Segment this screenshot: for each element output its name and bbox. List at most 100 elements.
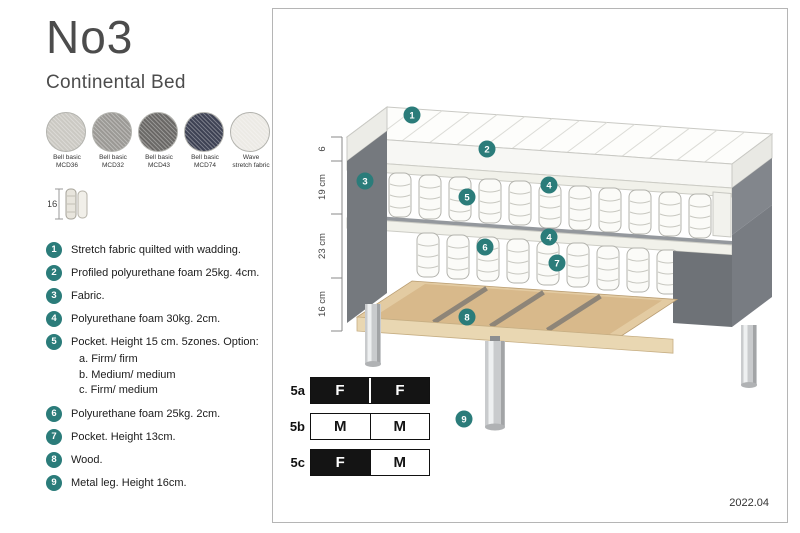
bed-cutaway-diagram: 6 19 cm 23 cm 16 cm 1 2 4 3 5 4 6 7 8 9 xyxy=(317,106,774,431)
feature-text: Pocket. Height 15 cm. 5zones. Option: xyxy=(71,335,259,348)
feature-item-4: 4 Polyurethane foam 30kg. 2cm. xyxy=(46,310,280,327)
swatch-mcd74: Bell basic MCD74 xyxy=(184,112,226,171)
dimension-label-16cm: 16 cm xyxy=(317,291,328,317)
feature-badge: 4 xyxy=(46,310,62,327)
swatch-label: Wave xyxy=(242,154,260,161)
feature-item-7: 7 Pocket. Height 13cm. xyxy=(46,429,280,446)
svg-text:5: 5 xyxy=(464,193,470,204)
svg-text:1: 1 xyxy=(409,111,415,122)
firmness-row-5c: 5c F M xyxy=(279,449,430,476)
feature-text: Polyurethane foam 25kg. 2cm. xyxy=(71,408,221,421)
swatch-label: Bell basic xyxy=(53,154,81,161)
feature-badge: 3 xyxy=(46,287,62,304)
right-end-fabric-upper xyxy=(732,158,772,235)
metal-leg-front xyxy=(485,336,505,431)
feature-text: Pocket. Height 13cm. xyxy=(71,431,176,444)
fabric-swatches: Bell basic MCD36 Bell basic MCD32 Bell b… xyxy=(46,112,280,171)
feature-item-9: 9 Metal leg. Height 16cm. xyxy=(46,475,280,492)
feature-badge: 9 xyxy=(46,475,62,492)
feature-item-6: 6 Polyurethane foam 25kg. 2cm. xyxy=(46,406,280,423)
feature-badge: 1 xyxy=(46,241,62,258)
product-title: No3 xyxy=(46,11,134,63)
diagram-badge-1: 1 xyxy=(403,106,421,124)
swatch-mcd32: Bell basic MCD32 xyxy=(92,112,134,171)
wood-slat-base xyxy=(355,280,679,354)
diagram-badge-7: 7 xyxy=(548,254,566,272)
fabric-swatch-icon xyxy=(138,112,178,152)
pocket-option-b: b. Medium/ medium xyxy=(79,368,176,381)
svg-text:8: 8 xyxy=(464,313,469,324)
swatch-label: Bell basic xyxy=(145,154,173,161)
swatch-mcd43: Bell basic MCD43 xyxy=(138,112,180,171)
firmness-row-5a: 5a F F xyxy=(279,377,430,404)
firmness-cell: M xyxy=(369,450,429,475)
diagram-badge-3: 3 xyxy=(356,172,374,190)
feature-text: Metal leg. Height 16cm. xyxy=(71,477,187,490)
feature-text: Profiled polyurethane foam 25kg. 4cm. xyxy=(71,266,260,279)
svg-text:6: 6 xyxy=(482,243,487,254)
svg-text:2: 2 xyxy=(484,145,489,156)
svg-text:4: 4 xyxy=(546,233,552,244)
feature-badge: 5 xyxy=(46,333,62,350)
right-end-fabric-lower xyxy=(732,205,772,327)
dimension-label-19cm: 19 cm xyxy=(317,174,328,200)
firmness-cell: F xyxy=(311,378,369,403)
diagram-badge-8: 8 xyxy=(458,308,476,326)
product-panel: 6 19 cm 23 cm 16 cm 1 2 4 3 5 4 6 7 8 9 … xyxy=(272,8,788,523)
fabric-swatch-icon xyxy=(230,112,270,152)
diagram-badge-2: 2 xyxy=(478,140,496,158)
firmness-cell: F xyxy=(369,378,429,403)
swatch-wave-stretch: Wave stretch fabric xyxy=(230,112,272,171)
top-mattress xyxy=(345,106,774,189)
firmness-row-5b: 5b M M xyxy=(279,413,430,440)
firmness-table: 5a F F 5b M M 5c F M xyxy=(279,377,430,485)
diagram-badge-6: 6 xyxy=(476,238,494,256)
leg-height-label: 16 xyxy=(48,199,57,210)
diagram-badge-4b: 4 xyxy=(540,228,558,246)
box-divider xyxy=(347,214,732,245)
product-subtitle: Continental Bed xyxy=(46,72,186,93)
diagram-badge-5: 5 xyxy=(458,188,476,206)
feature-item-3: 3 Fabric. xyxy=(46,287,280,304)
fabric-swatch-icon xyxy=(184,112,224,152)
dimension-label-6: 6 xyxy=(317,146,328,151)
svg-text:3: 3 xyxy=(362,177,367,188)
firmness-row-label: 5c xyxy=(290,455,305,470)
swatch-mcd36: Bell basic MCD36 xyxy=(46,112,88,171)
svg-text:4: 4 xyxy=(546,181,552,192)
diagram-badge-9: 9 xyxy=(455,410,473,428)
fabric-swatch-icon xyxy=(92,112,132,152)
diagram-badge-4a: 4 xyxy=(540,176,558,194)
feature-list: 1 Stretch fabric quilted with wadding. 2… xyxy=(46,241,280,492)
feature-text: Wood. xyxy=(71,454,103,467)
corner-frame-post xyxy=(712,191,732,238)
feature-badge: 2 xyxy=(46,264,62,281)
info-column: No3 Continental Bed Bell basic MCD36 Bel… xyxy=(46,10,280,498)
pocket-option-a: a. Firm/ firm xyxy=(79,352,138,365)
leg-thumbnail-icon: 16 xyxy=(47,188,88,220)
metal-leg-left xyxy=(365,304,381,367)
feature-text: Stretch fabric quilted with wadding. xyxy=(71,243,241,256)
feature-item-5: 5 Pocket. Height 15 cm. 5zones. Option: … xyxy=(46,333,280,399)
feature-item-2: 2 Profiled polyurethane foam 25kg. 4cm. xyxy=(46,264,280,281)
feature-badge: 8 xyxy=(46,452,62,469)
metal-leg-right xyxy=(741,325,757,388)
firmness-row-label: 5b xyxy=(289,419,305,434)
pocket-option-c: c. Firm/ medium xyxy=(79,384,158,397)
feature-badge: 7 xyxy=(46,429,62,446)
firmness-cell: M xyxy=(369,414,429,439)
feature-text: Polyurethane foam 30kg. 2cm. xyxy=(71,312,221,325)
dimension-bracket xyxy=(331,136,343,332)
fabric-swatch-icon xyxy=(46,112,86,152)
version-label: 2022.04 xyxy=(729,497,769,509)
firmness-cell: F xyxy=(311,450,370,475)
svg-text:7: 7 xyxy=(554,259,559,270)
feature-item-8: 8 Wood. xyxy=(46,452,280,469)
svg-text:9: 9 xyxy=(461,415,466,426)
wood-front-rail xyxy=(356,316,674,354)
pocket-options: a. Firm/ firm b. Medium/ medium c. Firm/… xyxy=(79,352,259,399)
front-fabric-panel xyxy=(673,251,732,327)
dimension-label-23cm: 23 cm xyxy=(317,233,328,259)
swatch-label: Bell basic xyxy=(191,154,219,161)
firmness-row-label: 5a xyxy=(290,383,305,398)
